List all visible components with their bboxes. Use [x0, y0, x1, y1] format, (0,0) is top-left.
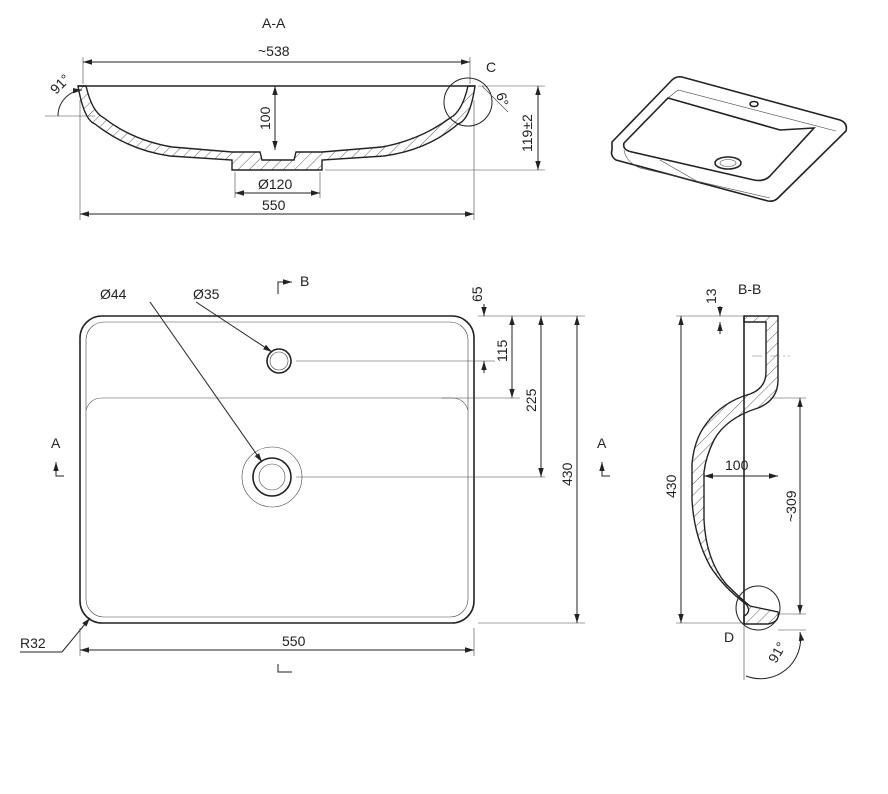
iso-tap-hole	[749, 100, 759, 108]
plan-outer-outline	[79, 315, 475, 624]
dim-225: 225	[523, 388, 539, 412]
iso-drain	[714, 156, 742, 170]
dim-overall-height: 119±2	[519, 114, 535, 152]
detail-c-label: C	[486, 59, 496, 75]
dim-top-width: ~538	[258, 43, 290, 59]
hole-large-label: Ø44	[100, 286, 127, 302]
dim-65: 65	[469, 286, 485, 302]
detail-d-circle	[735, 585, 781, 631]
section-b-marker-label: B	[300, 273, 309, 289]
dim-radius: R32	[20, 635, 46, 651]
iso-outer-top	[610, 76, 848, 202]
drain-hole	[252, 457, 292, 497]
dim-bb-309: ~309	[783, 490, 799, 522]
detail-d-label: D	[724, 629, 734, 645]
plan-bowl-edge	[85, 397, 469, 411]
dim-bottom-width: 550	[262, 197, 286, 213]
detail-c-circle	[443, 77, 493, 127]
dim-plan-width: 550	[282, 633, 306, 649]
section-aa-title: A-A	[262, 15, 286, 31]
dim-depth: 100	[257, 106, 273, 130]
plan-view: Ø35 Ø44 B A A 65 115 225 430	[20, 273, 610, 673]
section-bb-view: B-B 13 430 100 ~309 D 91°	[663, 281, 806, 680]
isometric-view	[610, 76, 848, 202]
section-a-marker-right: A	[597, 435, 607, 451]
dim-bb-height: 430	[663, 474, 679, 498]
basin-section-profile	[77, 85, 476, 171]
dim-430: 430	[559, 462, 575, 486]
tap-hole	[266, 348, 292, 374]
section-a-marker-left: A	[51, 435, 61, 451]
section-bb-title: B-B	[738, 281, 761, 297]
dim-bb-angle: 91°	[765, 639, 789, 665]
dim-edge-angle: 6°	[493, 91, 512, 108]
hole-small-label: Ø35	[193, 286, 220, 302]
section-aa-view: A-A ~538 100 119±2 Ø120 550 91° C	[45, 15, 545, 220]
dim-drain: Ø120	[258, 176, 292, 192]
dim-bb-100: 100	[725, 457, 749, 473]
iso-inner-rim	[622, 97, 816, 182]
dim-angle-left: 91°	[47, 71, 73, 97]
dim-115: 115	[494, 339, 510, 362]
drain-outer	[241, 446, 303, 508]
plan-inner-rim	[85, 321, 469, 618]
dim-13: 13	[703, 288, 719, 304]
